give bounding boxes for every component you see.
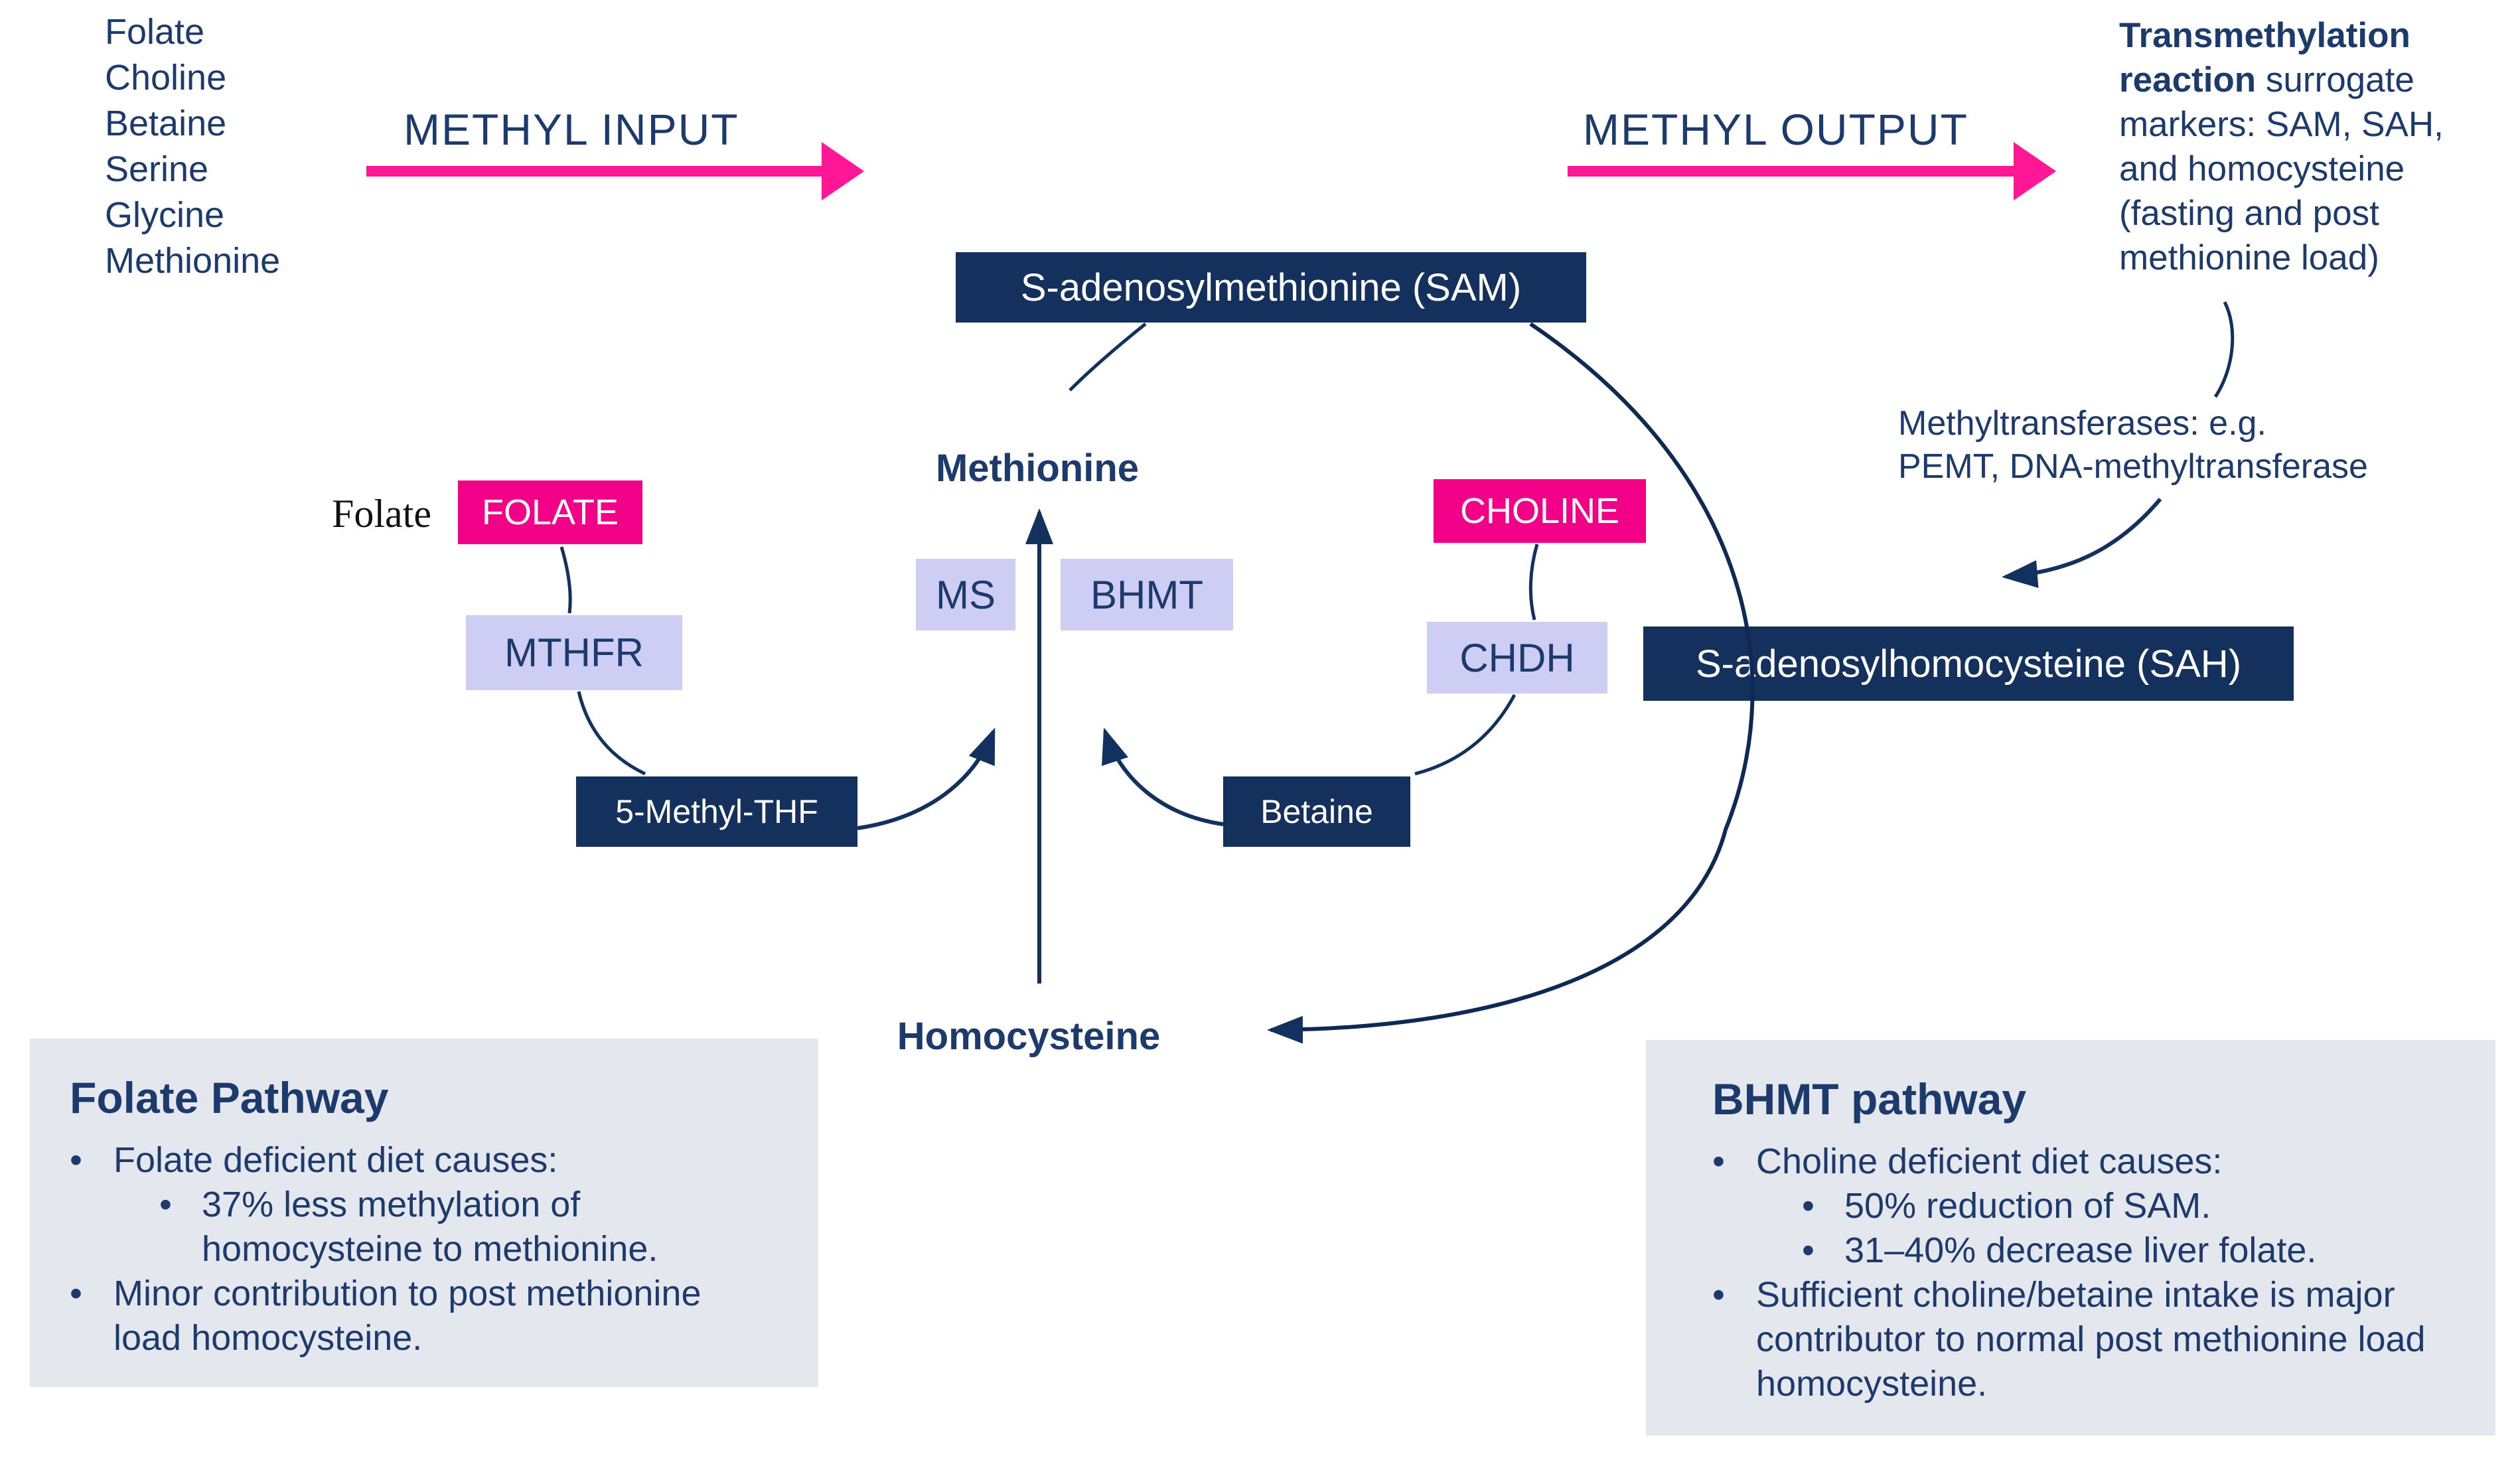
methyl-output-label: METHYL OUTPUT <box>1583 105 1968 154</box>
list-item: Folate <box>105 12 205 52</box>
bullet-item: • Folate deficient diet causes: <box>70 1138 792 1183</box>
bullet-icon: • <box>1802 1186 1815 1226</box>
mthfr-enzyme-box: MTHFR <box>466 615 682 690</box>
betaine-to-methionine-arrow <box>1102 727 1224 826</box>
list-item: Betaine <box>105 104 227 143</box>
panel-title: Folate Pathway <box>70 1073 389 1122</box>
bullet-icon: • <box>70 1140 82 1180</box>
folate-to-mthfr-connector <box>559 546 572 614</box>
methionine-to-sam-connector <box>1069 323 1147 392</box>
transmethylation-note: Transmethylation reaction surrogate mark… <box>2119 13 2520 280</box>
methyl-donor-list: Folate Choline Betaine Serine Glycine Me… <box>105 9 280 284</box>
transmethylation-note-connector <box>2213 301 2235 398</box>
methyltransferases-note: Methyltransferases: e.g. PEMT, DNA-methy… <box>1898 402 2368 488</box>
list-item: Choline <box>105 58 227 98</box>
methyl-input-label: METHYL INPUT <box>404 105 739 154</box>
bhmt-pathway-panel: BHMT pathway • Choline deficient diet ca… <box>1646 1040 2495 1435</box>
folate-serif-label: Folate <box>332 492 431 536</box>
bullet-icon: • <box>1712 1141 1725 1181</box>
bullet-icon: • <box>159 1185 172 1224</box>
folate-pathway-panel: Folate Pathway • Folate deficient diet c… <box>30 1039 818 1387</box>
sah-node: S-adenosylhomocysteine (SAH) <box>1643 626 2294 701</box>
5methylthf-to-methionine-arrow <box>857 727 996 830</box>
betaine-node: Betaine <box>1223 776 1410 847</box>
bullet-item: • Minor contribution to post methionine … <box>70 1272 792 1360</box>
note-line: Methyltransferases: e.g. <box>1898 404 2266 443</box>
note-line: PEMT, DNA-methyltransferase <box>1898 447 2368 486</box>
mthfr-to-5methylthf-connector <box>577 691 646 776</box>
bullet-text: Minor contribution to post methionine lo… <box>113 1274 702 1358</box>
note-line: Transmethylation <box>2119 16 2410 55</box>
bullet-text: 37% less methylation of homocysteine to … <box>202 1185 658 1269</box>
methionine-label: Methionine <box>935 447 1140 490</box>
ms-enzyme-box: MS <box>916 559 1015 630</box>
methyltransferases-to-sah-arrow <box>2002 498 2162 589</box>
bullet-text: Sufficient choline/betaine intake is maj… <box>1756 1275 2426 1404</box>
note-line: methionine load) <box>2119 238 2379 277</box>
list-item: Methionine <box>105 241 281 281</box>
panel-title: BHMT pathway <box>1712 1074 2027 1124</box>
note-line: reaction surrogate <box>2119 60 2414 100</box>
bullet-text: Folate deficient diet causes: <box>113 1140 558 1180</box>
sub-bullet-item: • 31–40% decrease liver folate. <box>1802 1228 2469 1273</box>
chdh-enzyme-box: CHDH <box>1427 622 1607 694</box>
bullet-icon: • <box>1802 1230 1815 1270</box>
bullet-icon: • <box>70 1274 82 1313</box>
homocysteine-label: Homocysteine <box>897 1015 1161 1058</box>
bullet-item: • Sufficient choline/betaine intake is m… <box>1712 1273 2469 1406</box>
sub-bullet-item: • 37% less methylation of homocysteine t… <box>159 1183 792 1272</box>
bullet-text: 31–40% decrease liver folate. <box>1844 1230 2317 1270</box>
list-item: Serine <box>105 149 209 189</box>
bullet-item: • Choline deficient diet causes: <box>1712 1139 2469 1184</box>
folate-chip: FOLATE <box>458 480 642 544</box>
sam-node: S-adenosylmethionine (SAM) <box>956 252 1586 323</box>
5methylthf-node: 5-Methyl-THF <box>576 776 857 847</box>
note-line: and homocysteine <box>2119 149 2405 188</box>
bullet-text: Choline deficient diet causes: <box>1756 1141 2223 1181</box>
chdh-to-betaine-connector <box>1414 694 1517 776</box>
list-item: Glycine <box>105 195 225 235</box>
bullet-icon: • <box>1712 1275 1725 1315</box>
choline-to-chdh-connector <box>1528 544 1539 621</box>
note-line: (fasting and post <box>2119 194 2379 233</box>
bullet-text: 50% reduction of SAM. <box>1844 1186 2211 1226</box>
note-line: markers: SAM, SAH, <box>2119 105 2444 144</box>
choline-chip: CHOLINE <box>1434 479 1646 543</box>
bhmt-enzyme-box: BHMT <box>1061 559 1233 630</box>
sub-bullet-item: • 50% reduction of SAM. <box>1802 1184 2469 1228</box>
